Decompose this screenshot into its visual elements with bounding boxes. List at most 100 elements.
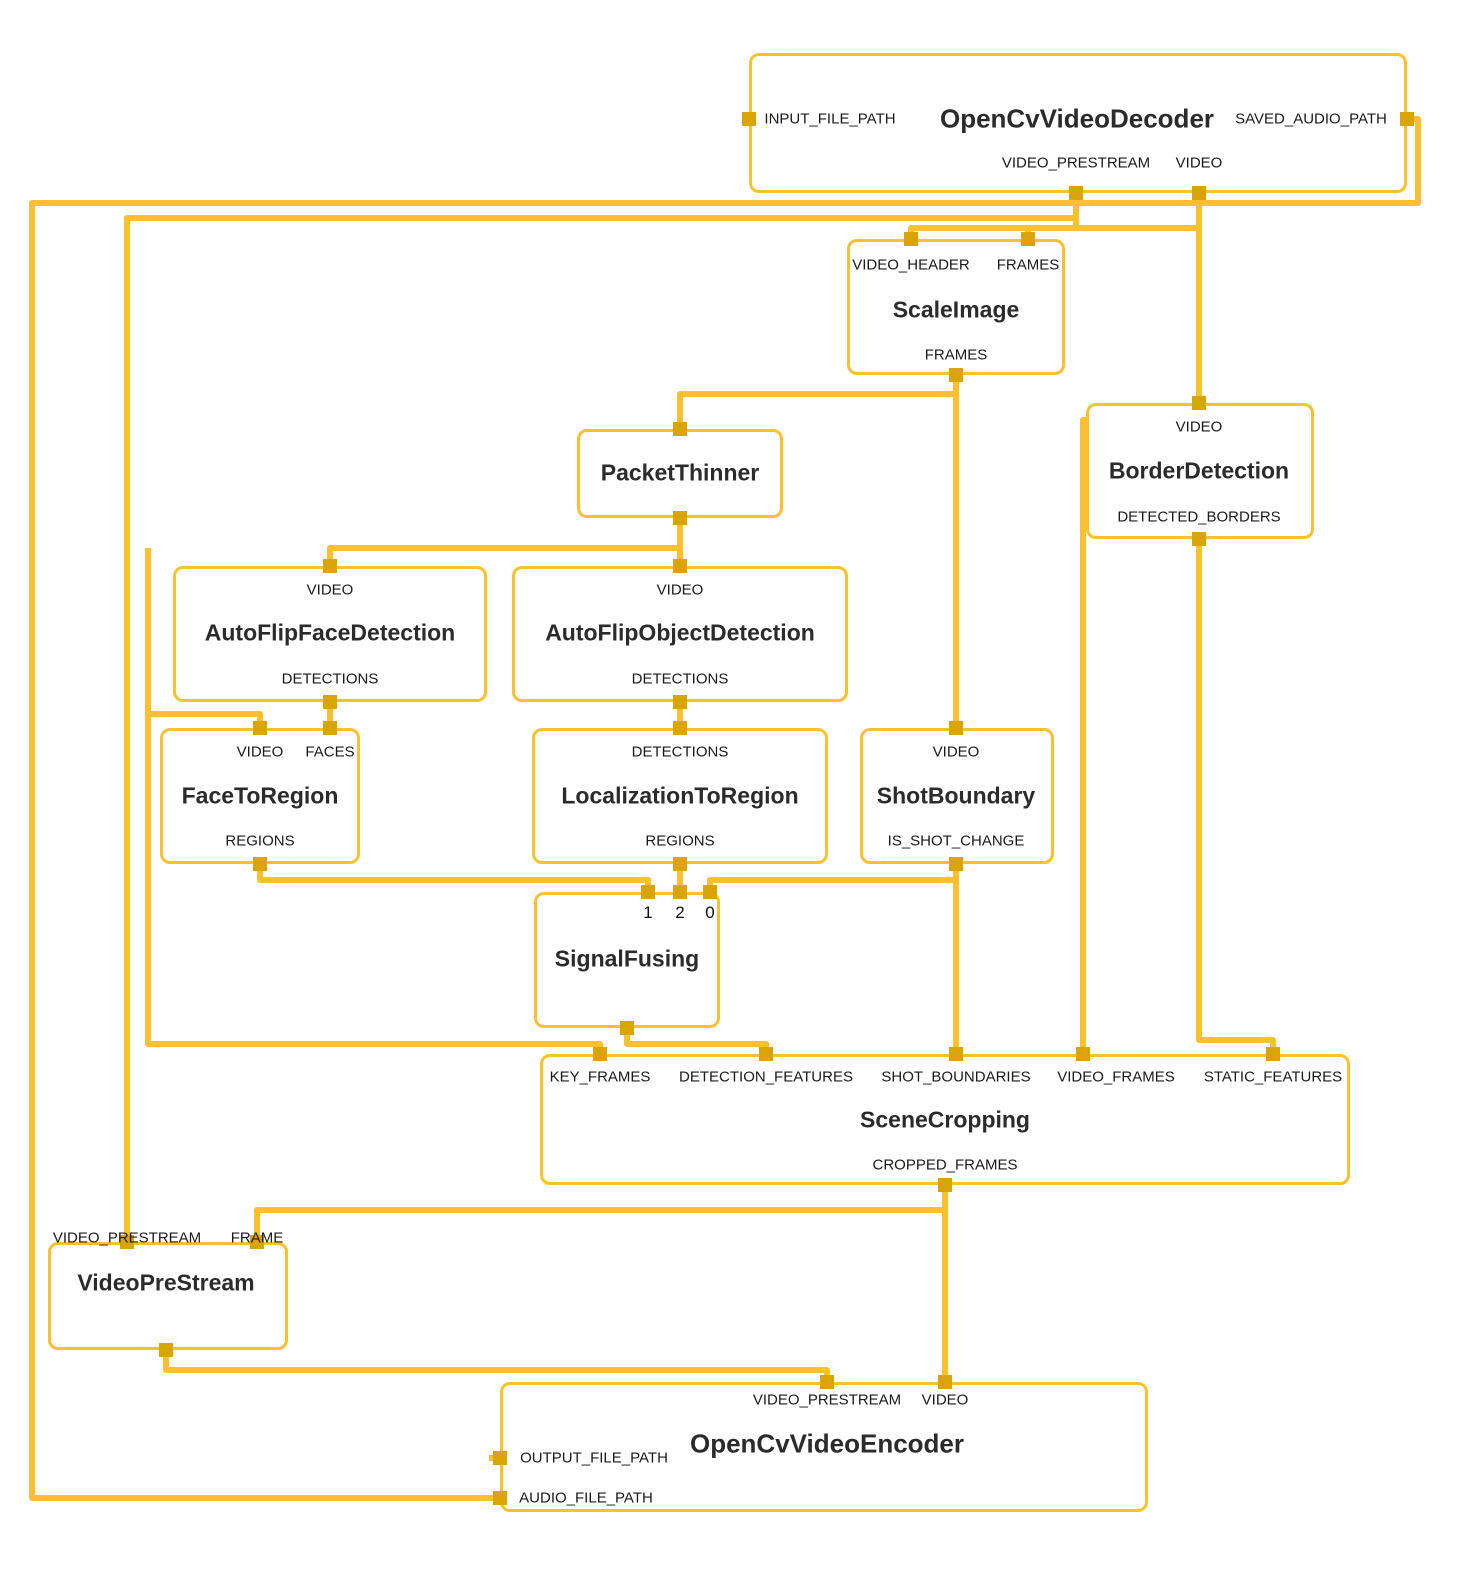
port-label-localization_to_region-detections: DETECTIONS xyxy=(631,743,729,761)
edge xyxy=(707,861,959,895)
node-signal_fusing[interactable] xyxy=(534,892,720,1028)
port-opencv_video_decoder-input_file_path[interactable] xyxy=(742,112,756,126)
port-face_to_region-faces[interactable] xyxy=(323,721,337,735)
port-scene_cropping-video_frames[interactable] xyxy=(1076,1047,1090,1061)
port-label-scene_cropping-shot_boundaries: SHOT_BOUNDARIES xyxy=(881,1068,1031,1086)
port-face_to_region-regions[interactable] xyxy=(253,857,267,871)
port-border_detection-detected_borders[interactable] xyxy=(1192,532,1206,546)
port-label-opencv_video_encoder-video: VIDEO xyxy=(921,1391,969,1409)
port-label-autoflip_face_detection-detections: DETECTIONS xyxy=(281,670,379,688)
port-label-opencv_video_encoder-video_prestream: VIDEO_PRESTREAM xyxy=(752,1391,902,1409)
port-face_to_region-video[interactable] xyxy=(253,721,267,735)
port-label-signal_fusing-1: 1 xyxy=(643,903,653,922)
edge xyxy=(29,116,1421,1501)
port-label-scene_cropping-detection_features: DETECTION_FEATURES xyxy=(679,1068,853,1086)
port-opencv_video_encoder-audio_file_path[interactable] xyxy=(493,1491,507,1505)
port-border_detection-video[interactable] xyxy=(1192,396,1206,410)
port-label-opencv_video_encoder-audio_file_path: AUDIO_FILE_PATH xyxy=(519,1489,653,1507)
port-label-border_detection-video: VIDEO xyxy=(1175,418,1223,436)
port-scene_cropping-shot_boundaries[interactable] xyxy=(949,1047,963,1061)
node-title-opencv_video_encoder: OpenCvVideoEncoder xyxy=(689,1428,965,1459)
port-video_pre_stream-video_prestream[interactable] xyxy=(120,1235,134,1249)
port-video_pre_stream-frame[interactable] xyxy=(250,1235,264,1249)
node-localization_to_region[interactable] xyxy=(532,728,828,864)
port-label-scene_cropping-key_frames: KEY_FRAMES xyxy=(549,1068,651,1086)
port-autoflip_object_detection-video[interactable] xyxy=(673,559,687,573)
port-label-face_to_region-regions: REGIONS xyxy=(225,832,295,850)
port-label-opencv_video_decoder-video: VIDEO xyxy=(1175,154,1223,172)
node-video_pre_stream[interactable] xyxy=(48,1242,288,1350)
port-packet_thinner[interactable] xyxy=(673,511,687,525)
port-label-face_to_region-video: VIDEO xyxy=(236,743,284,761)
port-label-localization_to_region-regions: REGIONS xyxy=(645,832,715,850)
port-scale_image-frames[interactable] xyxy=(949,368,963,382)
port-signal_fusing-0[interactable] xyxy=(703,885,717,899)
port-autoflip_face_detection-video[interactable] xyxy=(323,559,337,573)
port-label-autoflip_face_detection-video: VIDEO xyxy=(306,581,354,599)
port-label-scale_image-video_header: VIDEO_HEADER xyxy=(852,256,970,274)
edge xyxy=(624,1025,769,1057)
port-scale_image-video_header[interactable] xyxy=(904,232,918,246)
port-scene_cropping-key_frames[interactable] xyxy=(593,1047,607,1061)
node-title-localization_to_region: LocalizationToRegion xyxy=(561,782,799,809)
node-title-autoflip_object_detection: AutoFlipObjectDetection xyxy=(545,619,815,646)
port-opencv_video_decoder-video[interactable] xyxy=(1192,186,1206,200)
node-title-scale_image: ScaleImage xyxy=(892,296,1020,323)
port-scene_cropping-cropped_frames[interactable] xyxy=(938,1178,952,1192)
port-opencv_video_encoder-video_prestream[interactable] xyxy=(820,1375,834,1389)
port-localization_to_region-detections[interactable] xyxy=(673,721,687,735)
port-label-face_to_region-faces: FACES xyxy=(305,743,355,761)
node-autoflip_object_detection[interactable] xyxy=(512,566,848,702)
port-label-signal_fusing-2: 2 xyxy=(675,903,685,922)
port-localization_to_region-regions[interactable] xyxy=(673,857,687,871)
port-label-opencv_video_decoder-video_prestream: VIDEO_PRESTREAM xyxy=(1001,154,1151,172)
port-scene_cropping-detection_features[interactable] xyxy=(759,1047,773,1061)
edge xyxy=(677,372,959,432)
port-autoflip_face_detection-detections[interactable] xyxy=(323,695,337,709)
port-signal_fusing-2[interactable] xyxy=(673,885,687,899)
node-title-video_pre_stream: VideoPreStream xyxy=(77,1269,255,1296)
port-label-scale_image-frames: FRAMES xyxy=(996,256,1060,274)
node-title-opencv_video_decoder: OpenCvVideoDecoder xyxy=(939,103,1215,134)
port-scene_cropping-static_features[interactable] xyxy=(1266,1047,1280,1061)
port-label-shot_boundary-video: VIDEO xyxy=(932,743,980,761)
port-video_pre_stream[interactable] xyxy=(159,1343,173,1357)
port-packet_thinner[interactable] xyxy=(673,422,687,436)
port-label-video_pre_stream-video_prestream: VIDEO_PRESTREAM xyxy=(52,1229,202,1247)
port-label-signal_fusing-0: 0 xyxy=(705,903,715,922)
port-label-opencv_video_decoder-saved_audio_path: SAVED_AUDIO_PATH xyxy=(1235,110,1387,128)
port-opencv_video_encoder-video[interactable] xyxy=(938,1375,952,1389)
port-signal_fusing[interactable] xyxy=(620,1021,634,1035)
port-shot_boundary-is_shot_change[interactable] xyxy=(949,857,963,871)
port-scale_image-frames[interactable] xyxy=(1021,232,1035,246)
node-title-autoflip_face_detection: AutoFlipFaceDetection xyxy=(204,619,456,646)
port-label-scale_image-frames: FRAMES xyxy=(924,346,988,364)
port-label-autoflip_object_detection-video: VIDEO xyxy=(656,581,704,599)
port-autoflip_object_detection-detections[interactable] xyxy=(673,695,687,709)
port-label-shot_boundary-is_shot_change: IS_SHOT_CHANGE xyxy=(887,832,1025,850)
port-opencv_video_encoder-output_file_path[interactable] xyxy=(493,1451,507,1465)
port-opencv_video_decoder-video_prestream[interactable] xyxy=(1069,186,1083,200)
port-label-video_pre_stream-frame: FRAME xyxy=(230,1229,284,1247)
node-title-shot_boundary: ShotBoundary xyxy=(876,782,1036,809)
port-signal_fusing-1[interactable] xyxy=(641,885,655,899)
node-title-face_to_region: FaceToRegion xyxy=(181,782,339,809)
port-label-scene_cropping-static_features: STATIC_FEATURES xyxy=(1203,1068,1343,1086)
port-opencv_video_decoder-saved_audio_path[interactable] xyxy=(1400,112,1414,126)
edge xyxy=(254,1207,948,1245)
node-title-scene_cropping: SceneCropping xyxy=(860,1106,1030,1133)
edge xyxy=(163,1347,830,1385)
edge xyxy=(257,861,651,895)
port-label-autoflip_object_detection-detections: DETECTIONS xyxy=(631,670,729,688)
port-label-scene_cropping-cropped_frames: CROPPED_FRAMES xyxy=(872,1156,1018,1174)
node-title-signal_fusing: SignalFusing xyxy=(554,945,700,972)
port-label-scene_cropping-video_frames: VIDEO_FRAMES xyxy=(1057,1068,1175,1086)
node-title-packet_thinner: PacketThinner xyxy=(600,459,760,486)
port-label-opencv_video_encoder-output_file_path: OUTPUT_FILE_PATH xyxy=(520,1449,668,1467)
port-shot_boundary-video[interactable] xyxy=(949,721,963,735)
edge xyxy=(327,545,683,569)
edge xyxy=(1080,190,1202,1057)
node-title-border_detection: BorderDetection xyxy=(1108,457,1290,484)
